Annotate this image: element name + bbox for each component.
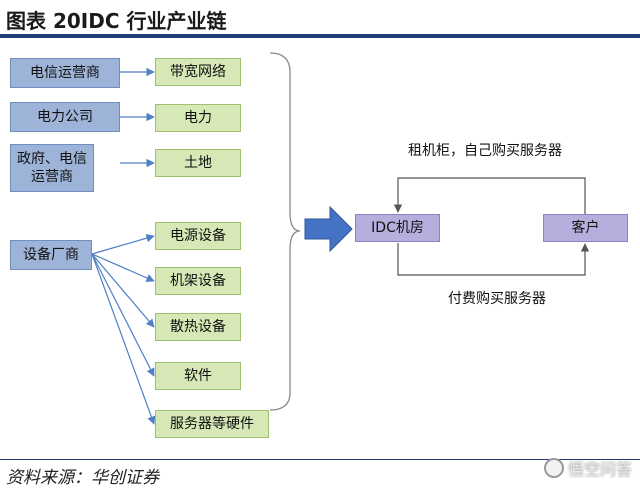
arrow-vendor-power-equip bbox=[91, 234, 155, 255]
idc-datacenter-box: IDC机房 bbox=[355, 214, 440, 242]
supplier-government-telecom: 政府、电信运营商 bbox=[10, 144, 94, 192]
top-flow-label: 租机柜，自己购买服务器 bbox=[408, 143, 562, 159]
arrow-vendor-rack bbox=[91, 253, 155, 282]
arrow-vendor-cooling bbox=[91, 253, 155, 328]
arrow-idc-to-customer-bottom bbox=[397, 243, 590, 276]
supplier-power-company: 电力公司 bbox=[10, 102, 120, 132]
source-note: 资料来源：华创证券 bbox=[6, 468, 159, 488]
right-brace bbox=[269, 52, 301, 411]
resource-land: 土地 bbox=[155, 149, 241, 177]
arrow-vendor-software bbox=[91, 253, 155, 377]
customer-box: 客户 bbox=[543, 214, 628, 242]
watermark-logo-icon bbox=[543, 458, 564, 478]
title-rule bbox=[0, 34, 640, 38]
resource-software: 软件 bbox=[155, 362, 241, 390]
resource-power-equipment: 电源设备 bbox=[155, 222, 241, 250]
watermark: 悟空问答 bbox=[543, 456, 632, 480]
supplier-telecom-operator: 电信运营商 bbox=[10, 58, 120, 88]
page-title: 图表 20IDC 行业产业链 bbox=[6, 9, 227, 33]
resource-power: 电力 bbox=[155, 104, 241, 132]
arrow-customer-to-idc-top bbox=[393, 177, 586, 214]
footer-rule bbox=[0, 459, 640, 460]
watermark-text: 悟空问答 bbox=[567, 460, 632, 479]
bottom-flow-label: 付费购买服务器 bbox=[448, 291, 546, 307]
resource-cooling-equipment: 散热设备 bbox=[155, 313, 241, 341]
supplier-equipment-vendor: 设备厂商 bbox=[10, 240, 92, 270]
resource-bandwidth: 带宽网络 bbox=[155, 58, 241, 86]
resource-rack-equipment: 机架设备 bbox=[155, 267, 241, 295]
block-arrow bbox=[304, 205, 353, 253]
resource-server-hardware: 服务器等硬件 bbox=[155, 410, 269, 438]
arrow-vendor-hardware bbox=[91, 253, 156, 425]
